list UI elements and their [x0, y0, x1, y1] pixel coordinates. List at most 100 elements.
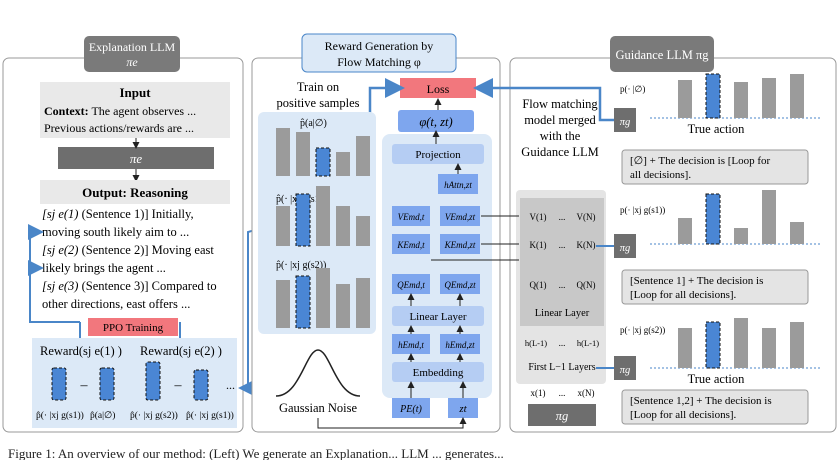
embedding-box	[392, 362, 484, 382]
row-1-bar-1	[678, 80, 692, 118]
row-3-caption-1: [Sentence 1,2] + The decision is	[630, 395, 772, 407]
output-heading: Output: Reasoning	[82, 185, 188, 200]
row-2-pi-g: πg	[620, 243, 631, 254]
sentence-3-sym: [sj e(3)	[42, 279, 78, 293]
reward-footer-3: p̂(· |xj g(s2))	[130, 410, 178, 421]
h-row-2: ...	[559, 338, 566, 348]
reward-footer-4: p̂(· |xj g(s1))	[186, 410, 234, 421]
middle-title-2: Flow Matching φ	[337, 55, 421, 69]
v-row-1: V(1)	[530, 212, 547, 222]
row-1-plabel: p(· |∅)	[620, 84, 645, 94]
row-3-bar-3	[734, 318, 748, 368]
guidance-histograms	[650, 73, 820, 369]
row-2-bar-3	[734, 228, 748, 244]
merged-1: Flow matching	[522, 97, 598, 111]
mid-hist-3-bar-5	[356, 278, 370, 328]
row-3-caption-2: [Loop for all decisions].	[630, 409, 737, 421]
h-right-box	[440, 334, 480, 354]
middle-title-1: Reward Generation by	[325, 39, 434, 53]
mid-hist-2-bar-3	[316, 186, 330, 246]
x-row-1: x(1)	[531, 388, 546, 398]
pi-e-label: πe	[130, 151, 143, 166]
reward-bar-1	[51, 367, 67, 401]
row-2-bar-4	[762, 190, 776, 244]
pe-box	[392, 398, 430, 418]
pi-g-bottom-label: πg	[556, 409, 569, 423]
hist-label-1: p̂(a|∅)	[300, 118, 327, 129]
q-left-box	[392, 274, 430, 294]
row-1-bar-5	[790, 74, 804, 118]
reward-ellipsis: ...	[226, 378, 235, 392]
mid-hist-1-bar-1	[276, 128, 290, 176]
guidance-llm-panel: Guidance LLM πg Flow matching model merg…	[431, 36, 837, 433]
phi-label: φ(t, zt)	[419, 115, 452, 129]
svg-text:[sj e(3) (Sentence 3)] Compare: [sj e(3) (Sentence 3)] Compared to	[42, 279, 217, 293]
h-attn-box	[438, 174, 478, 194]
svg-text:[sj e(2) (Sentence 2)] Moving: [sj e(2) (Sentence 2)] Moving east	[42, 243, 214, 257]
input-heading: Input	[119, 85, 151, 100]
k-right-label: KEmd,zt	[444, 240, 476, 250]
output-row-2: πg p(· |xj g(s1)) [Sentence 1] + The dec…	[614, 205, 809, 305]
q-right-box	[440, 274, 480, 294]
row-1-pi-g: πg	[620, 117, 631, 128]
h-left-box	[392, 334, 430, 354]
mid-hist-3-bar-3	[316, 268, 330, 328]
sentence-1-line2: moving south likely aim to ...	[42, 225, 189, 239]
k-row-2: ...	[559, 240, 566, 250]
k-row-3: K(N)	[577, 240, 596, 250]
pi-g-bottom-box	[528, 404, 596, 426]
row-2-caption-1: [Sentence 1] + The decision is	[630, 275, 763, 287]
row-1-bar-4	[762, 78, 776, 118]
sentence-1-sym: [sj e(1)	[42, 207, 78, 221]
v-right-box	[440, 206, 480, 226]
v-row-3: V(N)	[577, 212, 596, 222]
sentence-3-text: (Sentence 3)] Compared to	[82, 279, 217, 293]
mid-hist-2-bar-4	[336, 206, 350, 246]
explanation-llm-panel: Explanation LLM πe Input Context: The ag…	[2, 36, 263, 433]
z-box	[448, 398, 478, 418]
ppo-training-label: PPO Training	[103, 322, 164, 334]
loss-box	[400, 78, 476, 98]
h-row-1: h(L-1)	[525, 338, 547, 348]
merged-3: with the	[540, 129, 581, 143]
reward-2-label: Reward(sj e(2) )	[140, 344, 222, 358]
row-3-pi-g: πg	[620, 365, 631, 376]
sentence-2-line2: likely brings the agent ...	[42, 261, 166, 275]
gaussian-curve	[275, 349, 361, 397]
reward-1-label: Reward(sj e(1) )	[40, 344, 122, 358]
reward-minus-2: –	[174, 378, 183, 393]
hist-label-3: p̂(· |xj g(s2))	[276, 260, 326, 271]
reward-bar-2	[99, 367, 115, 401]
flow-matching-panel: Reward Generation by Flow Matching φ Los…	[251, 33, 501, 433]
phi-box	[398, 110, 474, 132]
sentence-3-line2: other directions, east offers ...	[42, 297, 190, 311]
reward-bar-4	[193, 369, 209, 401]
context-line2: Previous actions/rewards are ...	[44, 121, 194, 135]
row-2-bar-1	[678, 218, 692, 244]
right-linear-label: Linear Layer	[535, 308, 590, 319]
input-box	[40, 82, 230, 138]
row-3-bar-4	[762, 328, 776, 368]
output-row-1: πg p(· |∅) True action [∅] + The decisio…	[614, 84, 809, 185]
row-1-bar-3	[734, 82, 748, 118]
row-2-bar-2	[705, 193, 721, 245]
first-layers-label: First L−1 Layers	[528, 362, 595, 373]
ppo-training-box	[88, 318, 178, 336]
q-right-label: QEmd,zt	[444, 280, 476, 290]
mid-hist-3-bar-2	[295, 275, 311, 329]
merged-2: model merged	[524, 113, 596, 127]
train-label-2: positive samples	[277, 96, 360, 110]
svg-text:Context: The agent observes ..: Context: The agent observes ...	[44, 104, 196, 118]
guidance-output-rows: πg p(· |∅) True action [∅] + The decisio…	[614, 84, 809, 425]
pi-e-bar	[58, 147, 214, 169]
mid-hist-1-bar-4	[336, 152, 350, 176]
mid-hist-1-bar-3	[315, 147, 331, 177]
svg-text:[sj e(1) (Sentence 1)] Initial: [sj e(1) (Sentence 1)] Initially,	[42, 207, 194, 221]
row-3-true-action: True action	[688, 372, 746, 386]
reward-minus-1: –	[80, 378, 89, 393]
k-right-box	[440, 234, 480, 254]
row-1-caption-box	[621, 149, 809, 185]
right-title: Guidance LLM πg	[615, 48, 709, 62]
row-1-caption-2: all decisions].	[630, 169, 691, 181]
